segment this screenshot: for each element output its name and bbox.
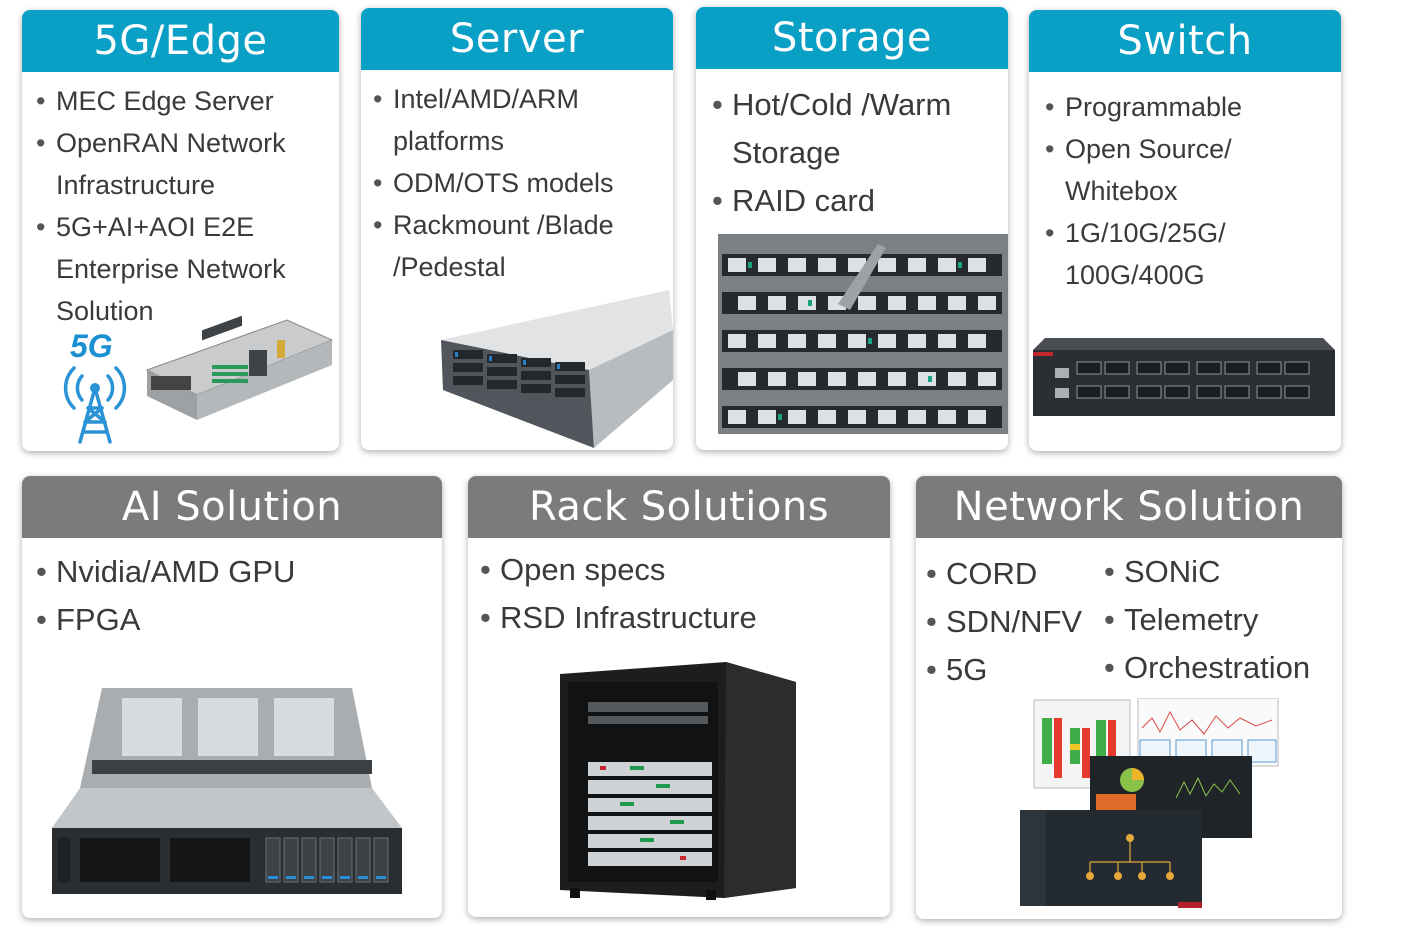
bullet-list: Open specs RSD Infrastructure xyxy=(478,546,878,642)
card-title: Server xyxy=(361,8,673,70)
card-5g-edge: 5G/Edge MEC Edge Server OpenRAN Network … xyxy=(22,10,339,451)
bullet-list-right: SONiC Telemetry Orchestration xyxy=(1102,548,1342,692)
rackmount-server-icon xyxy=(441,290,673,448)
bullet-item: Nvidia/AMD GPU xyxy=(34,548,434,596)
bullet-list: Intel/AMD/ARM platforms ODM/OTS models R… xyxy=(371,78,671,288)
bullet-item: 5G xyxy=(924,646,1114,694)
card-storage: Storage Hot/Cold /Warm Storage RAID card xyxy=(696,7,1008,450)
bullet-item: RSD Infrastructure xyxy=(478,594,878,642)
card-title: 5G/Edge xyxy=(22,10,339,72)
bullet-item: SONiC xyxy=(1102,548,1342,596)
bullet-item: Programmable xyxy=(1043,86,1339,128)
bullet-item: Hot/Cold /Warm Storage xyxy=(710,81,1006,177)
bullet-list-left: CORD SDN/NFV 5G xyxy=(924,550,1114,694)
bullet-list: Nvidia/AMD GPU FPGA xyxy=(34,548,434,644)
network-switch-icon xyxy=(1033,338,1335,416)
card-ai-solution: AI Solution Nvidia/AMD GPU FPGA xyxy=(22,476,442,918)
bullet-list: Programmable Open Source/ Whitebox 1G/10… xyxy=(1043,86,1339,296)
bullet-item: Open Source/ Whitebox xyxy=(1043,128,1339,212)
bullet-item: Telemetry xyxy=(1102,596,1342,644)
card-title: Switch xyxy=(1029,10,1341,72)
bullet-item: FPGA xyxy=(34,596,434,644)
antenna-tower-icon xyxy=(63,366,127,444)
bullet-item: Orchestration xyxy=(1102,644,1342,692)
card-title: Storage xyxy=(696,7,1008,69)
bullet-item: ODM/OTS models xyxy=(371,162,671,204)
bullet-item: MEC Edge Server xyxy=(34,80,334,122)
bullet-item: OpenRAN Network Infrastructure xyxy=(34,122,334,206)
bullet-item: SDN/NFV xyxy=(924,598,1114,646)
bullet-item: RAID card xyxy=(710,177,1006,225)
card-rack-solutions: Rack Solutions Open specs RSD Infrastruc… xyxy=(468,476,890,917)
card-title: AI Solution xyxy=(22,476,442,538)
network-dashboard-screenshots-icon xyxy=(1020,698,1279,908)
bullet-item: Intel/AMD/ARM platforms xyxy=(371,78,671,162)
card-title: Rack Solutions xyxy=(468,476,890,538)
card-title: Network Solution xyxy=(916,476,1342,538)
bullet-list: Hot/Cold /Warm Storage RAID card xyxy=(710,81,1006,225)
bullet-list: MEC Edge Server OpenRAN Network Infrastr… xyxy=(34,80,334,332)
bullet-item: Open specs xyxy=(478,546,878,594)
storage-drive-array-icon xyxy=(718,234,1008,434)
bullet-item: CORD xyxy=(924,550,1114,598)
edge-server-icon xyxy=(145,315,334,420)
bullet-item: 1G/10G/25G/ 100G/400G xyxy=(1043,212,1339,296)
5g-badge: 5G xyxy=(70,328,113,364)
card-server: Server Intel/AMD/ARM platforms ODM/OTS m… xyxy=(361,8,673,450)
server-rack-cabinet-icon xyxy=(560,662,796,900)
gpu-server-icon xyxy=(52,688,402,894)
bullet-item: 5G+AI+AOI E2E Enterprise Network Solutio… xyxy=(34,206,334,332)
card-switch: Switch Programmable Open Source/ Whitebo… xyxy=(1029,10,1341,451)
bullet-item: Rackmount /Blade /Pedestal xyxy=(371,204,671,288)
card-network-solution: Network Solution CORD SDN/NFV 5G SONiC T… xyxy=(916,476,1342,919)
